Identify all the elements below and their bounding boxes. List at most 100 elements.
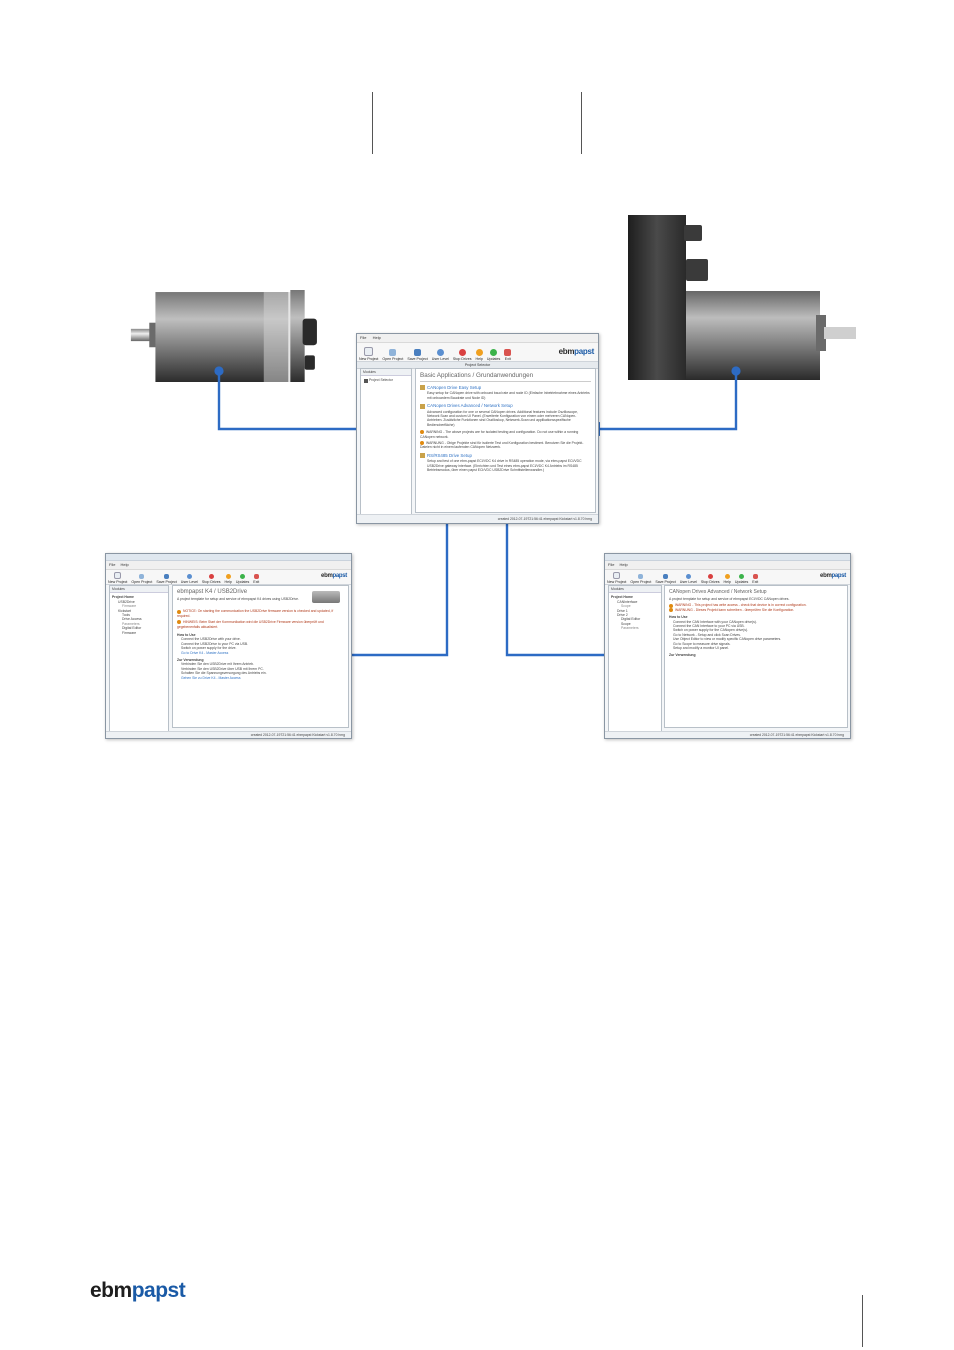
save-project-button[interactable]: Save Project xyxy=(407,349,428,361)
k4-tree-item[interactable]: Tools xyxy=(122,613,130,618)
save-icon xyxy=(414,349,422,356)
canopen-tree-item[interactable]: Digital Editor xyxy=(621,617,641,622)
canopen-tree-item[interactable]: Scope xyxy=(621,621,631,626)
k4-how-to-use: How to Use xyxy=(177,633,196,638)
k4-step-de: Verbinden Sie den USB2Drive mit Ihrem An… xyxy=(181,662,254,667)
k4-tree-item[interactable]: Drive Access xyxy=(122,617,142,622)
k4-step-de: Verbinden Sie den USB2Drive über USB mit… xyxy=(181,666,264,671)
user-level-button[interactable]: User Level xyxy=(432,349,449,361)
user-icon xyxy=(186,574,192,579)
k4-zur-verwendung: Zur Verwendung xyxy=(177,658,204,663)
canopen-menu-help[interactable]: Help xyxy=(619,562,628,567)
entry-canopen-advanced[interactable]: CANopen Drives Advanced / Network Setup … xyxy=(420,403,591,427)
folder-icon xyxy=(638,574,644,579)
canopen-warnung: WARNUNG - Dieses Projekt kann schreiben … xyxy=(669,608,843,612)
k4-open-project-button[interactable]: Open Project xyxy=(131,574,152,584)
k4-step-link[interactable]: Go to Drive K4 - Master Access xyxy=(181,650,229,655)
rs485-icon xyxy=(420,453,425,459)
updates-icon xyxy=(490,349,498,356)
exit-icon xyxy=(752,574,758,579)
k4-status-bar: created 2012-07-19T21:56:41 ebmpapst Kic… xyxy=(106,731,351,738)
canopen-tree-item[interactable]: CANInterface xyxy=(617,599,638,604)
canopen-tree-item[interactable]: Drive 2 xyxy=(617,613,628,618)
warning-icon xyxy=(420,441,424,446)
k4-tree-item[interactable]: USB2Drive xyxy=(118,599,135,604)
motor-right-image xyxy=(628,215,856,380)
canopen-stop-drives-button[interactable]: Stop Drives xyxy=(701,574,720,584)
canopen-user-level-button[interactable]: User Level xyxy=(680,574,697,584)
k4-exit-button[interactable]: Exit xyxy=(253,574,259,584)
k4-save-project-button[interactable]: Save Project xyxy=(156,574,177,584)
menu-file[interactable]: File xyxy=(360,335,367,340)
canopen-title-bar xyxy=(605,554,850,561)
entry-canopen-advanced-title[interactable]: CANopen Drives Advanced / Network Setup xyxy=(427,403,513,409)
k4-hinweis: HINWEIS: Beim Start der Kommunikation wi… xyxy=(177,620,324,629)
canopen-help-button[interactable]: Help xyxy=(724,574,731,584)
k4-step: Connect the USB2Drive to your PC via USB… xyxy=(181,641,249,646)
header-divider-left xyxy=(372,92,373,154)
entry-canopen-easy[interactable]: CANopen Drive Easy Setup Easy setup for … xyxy=(420,385,591,400)
canopen-tree-item[interactable]: Project Home xyxy=(611,595,633,600)
open-project-button[interactable]: Open Project xyxy=(382,349,403,361)
project-selector-item[interactable]: Project Selector xyxy=(361,376,411,384)
k4-step-de-link[interactable]: Gehen Sie zu Drive K4 - Master Access xyxy=(181,675,241,680)
exit-button[interactable]: Exit xyxy=(504,349,512,361)
canopen-open-project-button[interactable]: Open Project xyxy=(630,574,651,584)
footer-divider xyxy=(862,1295,863,1347)
k4-heading: ebmpapst K4 / USB2Drive xyxy=(177,589,248,595)
updates-button[interactable]: Updates xyxy=(487,349,500,361)
new-project-icon xyxy=(613,572,621,579)
canopen-toolbar: New Project Open Project Save Project Us… xyxy=(605,570,850,585)
k4-menu-file[interactable]: File xyxy=(109,562,116,567)
canopen-new-project-button[interactable]: New Project xyxy=(607,572,626,584)
help-button[interactable]: Help xyxy=(476,349,483,361)
menu-help[interactable]: Help xyxy=(372,335,381,340)
k4-help-button[interactable]: Help xyxy=(225,574,232,584)
canopen-tree-item[interactable]: Scope xyxy=(621,604,631,609)
k4-user-level-button[interactable]: User Level xyxy=(181,574,198,584)
canopen-save-project-button[interactable]: Save Project xyxy=(655,574,676,584)
k4-notice: NOTICE: On starting the communication th… xyxy=(177,609,334,618)
k4-title-bar xyxy=(106,554,351,561)
k4-step: Switch on power supply for the drive. xyxy=(181,646,237,651)
canopen-step: Switch on power supply for the CANopen d… xyxy=(673,628,749,633)
canopen-easy-icon xyxy=(420,385,425,391)
new-project-button[interactable]: New Project xyxy=(359,347,378,361)
k4-menu-help[interactable]: Help xyxy=(120,562,129,567)
stop-drives-button[interactable]: Stop Drives xyxy=(453,349,472,361)
canopen-status-bar: created 2012-07-19T21:56:41 ebmpapst Kic… xyxy=(605,731,850,738)
k4-updates-button[interactable]: Updates xyxy=(236,574,249,584)
entry-rs485-title[interactable]: RS/RS485 Drive Setup xyxy=(427,452,472,458)
k4-tree-item[interactable]: Digital Editor xyxy=(122,626,142,631)
k4-tree-item[interactable]: Kickstart xyxy=(118,608,131,613)
canopen-updates-button[interactable]: Updates xyxy=(735,574,748,584)
k4-tree-item[interactable]: Project Home xyxy=(112,595,134,600)
entry-canopen-easy-text: Easy setup for CANopen drive with onboar… xyxy=(427,391,590,400)
entry-rs485-text: Setup and test of one ebm-papst ECI/VDC … xyxy=(427,459,582,472)
canopen-exit-button[interactable]: Exit xyxy=(752,574,758,584)
exit-icon xyxy=(504,349,512,356)
warning-de: WARNUNG - Obige Projekte sind für isolie… xyxy=(420,440,584,450)
modules-tab[interactable]: Modules xyxy=(361,369,411,377)
warning-icon xyxy=(669,607,673,612)
canopen-menu-file[interactable]: File xyxy=(608,562,615,567)
main-status-bar: created 2012-07-19T21:56:41 ebmpapst Kic… xyxy=(357,514,598,523)
k4-line: A project template for setup and service… xyxy=(177,597,299,601)
canopen-line: A project template for setup and service… xyxy=(669,597,790,601)
canopen-tree-header: Modules xyxy=(609,586,661,594)
entry-canopen-easy-title[interactable]: CANopen Drive Easy Setup xyxy=(427,385,482,390)
k4-tree-header: Modules xyxy=(110,586,168,594)
canopen-ebmpapst-logo: ebmpapst xyxy=(820,573,846,579)
canopen-how-to-use: How to Use xyxy=(669,615,688,620)
k4-tree-item[interactable]: Firmware xyxy=(122,604,137,609)
canopen-heading: CANopen Drives Advanced / Network Setup xyxy=(669,589,767,595)
canopen-tree-item[interactable]: Drive 1 xyxy=(617,608,628,613)
canopen-menubar: File Help xyxy=(605,561,850,570)
k4-stop-drives-button[interactable]: Stop Drives xyxy=(202,574,221,584)
canopen-tree-item[interactable]: Parameters xyxy=(621,626,639,631)
k4-new-project-button[interactable]: New Project xyxy=(108,572,127,584)
k4-tree-item[interactable]: Firmware xyxy=(122,630,137,635)
folder-icon xyxy=(139,574,145,579)
k4-tree-item[interactable]: Parameters xyxy=(122,621,140,626)
entry-rs485[interactable]: RS/RS485 Drive Setup Setup and test of o… xyxy=(420,453,591,473)
